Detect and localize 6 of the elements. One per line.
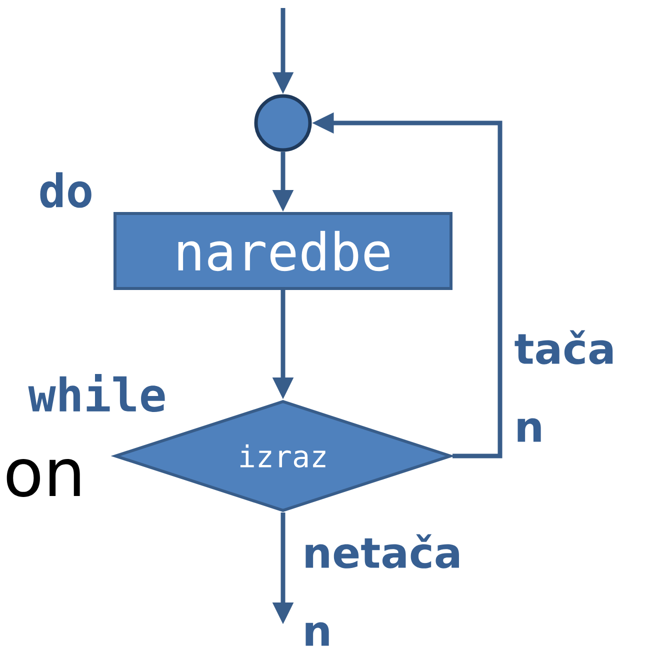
keyword-label: do <box>40 172 92 208</box>
text-fragment: on <box>6 459 80 497</box>
process-box: naredbe <box>114 212 452 290</box>
circle-node <box>254 94 312 152</box>
edge-label: tača n <box>514 330 613 442</box>
edge-label: netača n <box>306 534 459 646</box>
